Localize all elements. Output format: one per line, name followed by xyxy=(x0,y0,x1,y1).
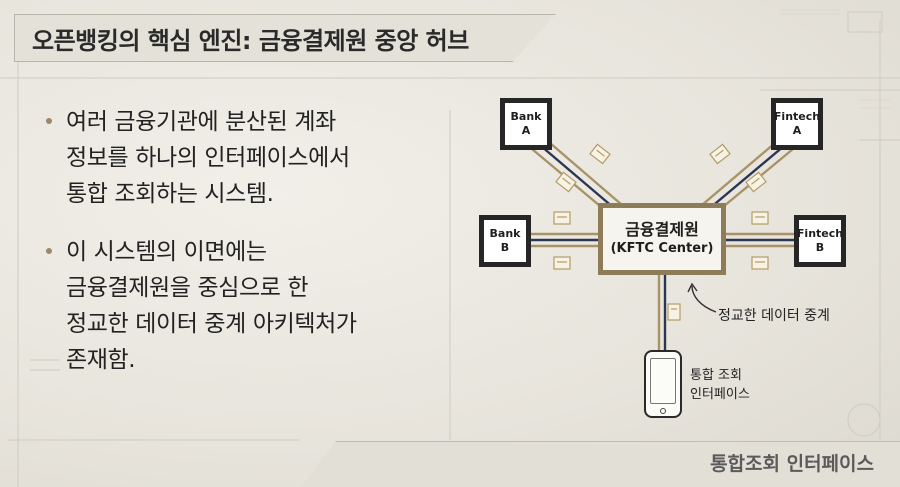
footer-banner xyxy=(300,441,900,487)
smartphone-icon xyxy=(644,350,682,418)
bullet-dot-icon xyxy=(46,248,52,254)
bullet-dot-icon xyxy=(46,118,52,124)
bullet-line: 통합 조회하는 시스템. xyxy=(66,181,274,207)
bullet-text: 이 시스템의 이면에는 금융결제원을 중심으로 한 정교한 데이터 중계 아키텍… xyxy=(66,234,357,378)
footer-caption: 통합조회 인터페이스 xyxy=(710,453,874,475)
bullet-line: 이 시스템의 이면에는 xyxy=(66,239,267,265)
node-fintech-b-label: Fintech xyxy=(796,227,844,240)
node-bank-a-sub: A xyxy=(521,124,531,137)
bullet-text: 여러 금융기관에 분산된 계좌 정보를 하나의 인터페이스에서 통합 조회하는 … xyxy=(66,104,350,212)
kftc-center-hub: 금융결제원 (KFTC Center) xyxy=(598,203,726,275)
bullet-item: 이 시스템의 이면에는 금융결제원을 중심으로 한 정교한 데이터 중계 아키텍… xyxy=(46,234,426,378)
node-bank-a-label: Bank xyxy=(510,110,542,123)
node-bank-b-sub: B xyxy=(500,241,510,254)
bullet-line: 정보를 하나의 인터페이스에서 xyxy=(66,145,350,171)
link-fintech-a-gold xyxy=(701,142,776,206)
data-packet-icon xyxy=(751,256,769,270)
relay-label: 정교한 데이터 중계 xyxy=(718,308,830,324)
bullet-item: 여러 금융기관에 분산된 계좌 정보를 하나의 인터페이스에서 통합 조회하는 … xyxy=(46,104,426,212)
data-packet-icon xyxy=(745,171,767,193)
relay-arrow-icon xyxy=(691,285,717,313)
node-bank-b-label: Bank xyxy=(489,227,521,240)
link-bank-a xyxy=(540,145,615,209)
data-packet-icon xyxy=(667,303,681,321)
bullet-line: 존재함. xyxy=(66,347,136,373)
phone-label: 통합 조회 인터페이스 xyxy=(690,366,750,404)
title-banner xyxy=(14,14,556,62)
data-packet-icon xyxy=(751,211,769,225)
data-packet-icon xyxy=(555,171,577,193)
bullet-line: 정교한 데이터 중계 아키텍처가 xyxy=(66,311,357,337)
bullet-line: 여러 금융기관에 분산된 계좌 xyxy=(66,109,336,135)
relay-arrowhead-icon xyxy=(687,282,698,293)
center-subtitle: (KFTC Center) xyxy=(610,241,714,256)
data-packet-icon xyxy=(709,143,731,165)
node-fintech-b-sub: B xyxy=(815,241,825,254)
data-packet-icon xyxy=(553,211,571,225)
data-packet-icon xyxy=(553,256,571,270)
node-fintech-a-label: Fintech xyxy=(773,110,821,123)
center-name: 금융결제원 xyxy=(625,220,699,239)
bullet-list: 여러 금융기관에 분산된 계좌 정보를 하나의 인터페이스에서 통합 조회하는 … xyxy=(46,104,426,400)
phone-label-line: 통합 조회 xyxy=(690,368,742,383)
phone-home-button xyxy=(660,408,666,414)
page-title: 오픈뱅킹의 핵심 엔진: 금융결제원 중앙 허브 xyxy=(32,27,469,55)
bullet-line: 금융결제원을 중심으로 한 xyxy=(66,275,309,301)
phone-label-line: 인터페이스 xyxy=(690,387,750,402)
phone-screen xyxy=(650,358,676,404)
link-fintech-a xyxy=(709,145,785,209)
link-bank-a-gold xyxy=(549,142,623,206)
node-fintech-a-sub: A xyxy=(792,124,802,137)
data-packet-icon xyxy=(589,143,611,165)
